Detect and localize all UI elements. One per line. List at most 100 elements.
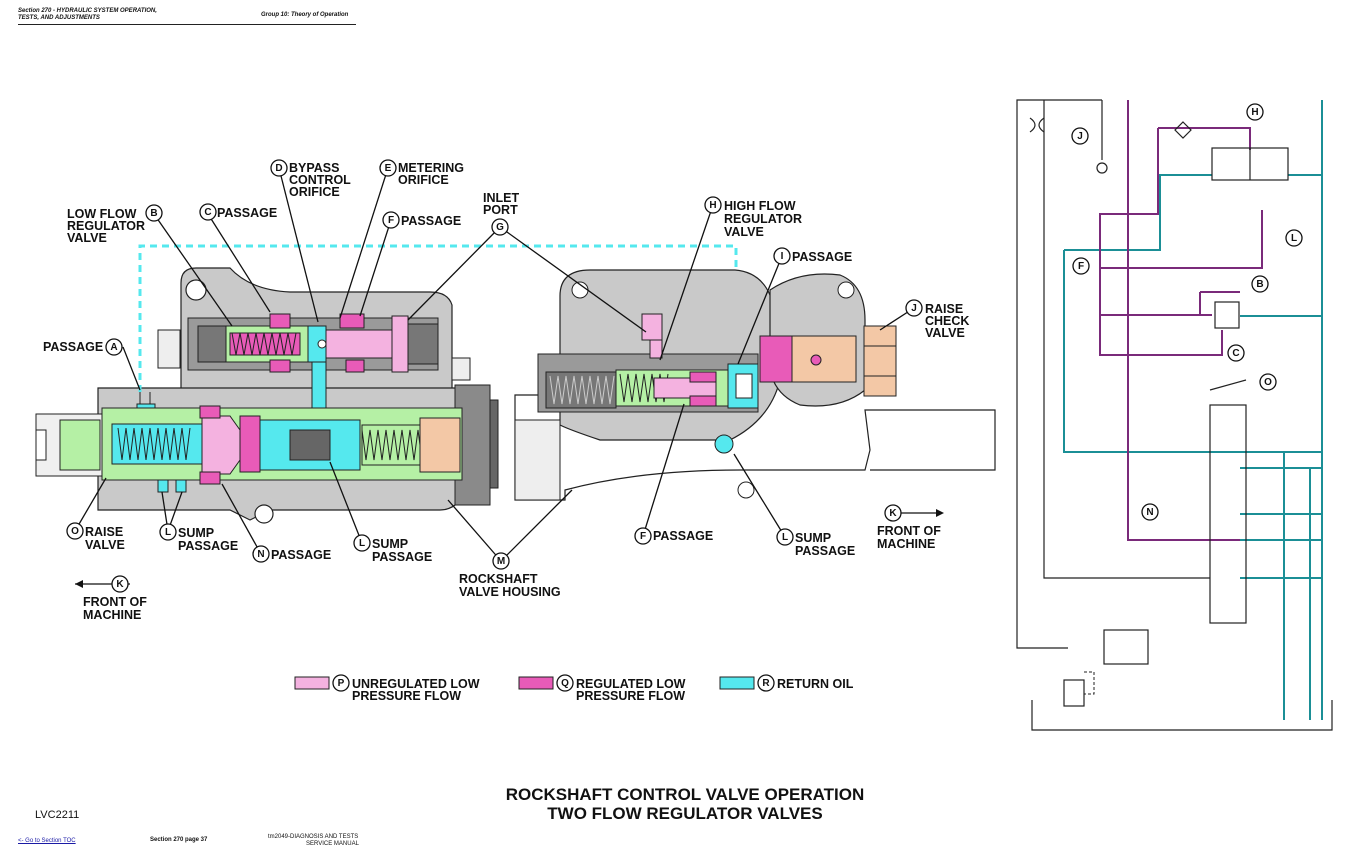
bypass-label-1: BYPASS [289, 161, 339, 175]
manual-title: tm2049-DIAGNOSIS AND TESTS SERVICE MANUA… [268, 834, 359, 847]
leader-lines [74, 167, 940, 585]
callout-b: B [1251, 275, 1269, 293]
low-flow-label-2: REGULATOR [67, 219, 145, 233]
header-rule [18, 24, 356, 25]
passage-c-label: PASSAGE [217, 206, 277, 220]
callout-letter-f: F [388, 215, 394, 226]
right-valve-body [514, 269, 996, 501]
legend-q-line2: PRESSURE FLOW [576, 689, 685, 703]
callout-letter-g: G [496, 222, 504, 233]
callout-b: B [145, 204, 163, 222]
callout-letter-p: P [338, 678, 345, 689]
raise-valve-label-2: VALVE [85, 538, 125, 552]
raise-check-label-1: RAISE [925, 302, 963, 316]
metering-label-2: ORIFICE [398, 173, 449, 187]
callout-letter-o: O [71, 526, 79, 537]
section-header: Section 270 - HYDRAULIC SYSTEM OPERATION… [18, 8, 157, 21]
callout-letter-k: K [889, 508, 897, 519]
callout-letter-f: F [1078, 261, 1084, 272]
callout-letter-l: L [165, 527, 171, 538]
high-flow-label-1: HIGH FLOW [724, 199, 796, 213]
legend-swatch-q [518, 676, 554, 690]
callout-f: F [634, 527, 652, 545]
callout-p: P [332, 674, 350, 692]
housing-label-2: VALVE HOUSING [459, 585, 561, 599]
callout-letter-f: F [640, 531, 646, 542]
left-valve-body [35, 267, 499, 524]
callout-letter-d: D [275, 163, 282, 174]
callout-e: E [379, 159, 397, 177]
raise-check-label-2: CHECK [925, 314, 969, 328]
sump-mid-label-1: SUMP [372, 537, 408, 551]
callout-k: K [884, 504, 902, 522]
bypass-label-3: ORIFICE [289, 185, 340, 199]
legend-q-line1: REGULATED LOW [576, 677, 686, 691]
front-right-label-1: FRONT OF [877, 524, 941, 538]
hydraulic-schematic [1016, 99, 1333, 731]
callout-j: J [1071, 127, 1089, 145]
callout-letter-n: N [257, 549, 264, 560]
labels: LOW FLOW REGULATOR VALVE PASSAGE BYPASS … [43, 161, 969, 622]
metering-label-1: METERING [398, 161, 464, 175]
sump-right-label-1: SUMP [795, 531, 831, 545]
callout-o: O [1259, 373, 1277, 391]
callout-n: N [1141, 503, 1159, 521]
callout-l: L [1285, 229, 1303, 247]
callout-letter-r: R [762, 678, 770, 689]
callout-letter-l: L [782, 532, 788, 543]
legend-r-line1: RETURN OIL [777, 677, 854, 691]
passage-f2-label: PASSAGE [653, 529, 713, 543]
high-flow-label-3: VALVE [724, 225, 764, 239]
callout-f: F [382, 211, 400, 229]
callout-k: K [111, 575, 129, 593]
callout-letter-k: K [116, 579, 124, 590]
callout-l: L [776, 528, 794, 546]
sump-right-label-2: PASSAGE [795, 544, 855, 558]
section-toc-link[interactable]: <- Go to Section TOC [18, 838, 76, 844]
front-right-label-2: MACHINE [877, 537, 935, 551]
legend-p-line1: UNREGULATED LOW [352, 677, 480, 691]
callout-a: A [105, 338, 123, 356]
legend-swatch-p [294, 676, 330, 690]
raise-valve-label-1: RAISE [85, 525, 123, 539]
front-left-label-1: FRONT OF [83, 595, 147, 609]
callout-letter-a: A [110, 342, 117, 353]
callout-q: Q [556, 674, 574, 692]
callout-h: H [704, 196, 722, 214]
passage-f-label: PASSAGE [401, 214, 461, 228]
front-left-label-2: MACHINE [83, 608, 141, 622]
sump-left-label-2: PASSAGE [178, 539, 238, 553]
callout-letter-h: H [1251, 107, 1258, 118]
page-number: Section 270 page 37 [150, 837, 208, 843]
callout-letter-j: J [1077, 131, 1083, 142]
callout-letter-l: L [1291, 233, 1297, 244]
figure-id: LVC2211 [35, 809, 80, 821]
passage-a-label: PASSAGE [43, 340, 103, 354]
passage-n-label: PASSAGE [271, 548, 331, 562]
callout-r: R [757, 674, 775, 692]
bypass-label-2: CONTROL [289, 173, 351, 187]
callout-d: D [270, 159, 288, 177]
callout-letter-h: H [709, 200, 716, 211]
callout-letter-l: L [359, 538, 365, 549]
sump-mid-label-2: PASSAGE [372, 550, 432, 564]
return-boundary-dashed [138, 244, 738, 392]
callout-c: C [1227, 344, 1245, 362]
callout-letter-e: E [385, 163, 392, 174]
group-header: Group 10: Theory of Operation [261, 12, 349, 18]
callout-i: I [773, 247, 791, 265]
figure-title-line1: ROCKSHAFT CONTROL VALVE OPERATION [505, 785, 865, 804]
callout-letter-n: N [1146, 507, 1153, 518]
callout-c: C [199, 203, 217, 221]
callout-letter-b: B [1256, 279, 1263, 290]
inlet-label-1: INLET [483, 191, 519, 205]
callout-g: G [491, 218, 509, 236]
callout-j: J [905, 299, 923, 317]
raise-check-label-3: VALVE [925, 326, 965, 340]
callout-l: L [159, 523, 177, 541]
callout-letter-m: M [497, 556, 505, 567]
legend-swatch-r [719, 676, 755, 690]
passage-i-label: PASSAGE [792, 250, 852, 264]
callout-letter-q: Q [561, 678, 569, 689]
